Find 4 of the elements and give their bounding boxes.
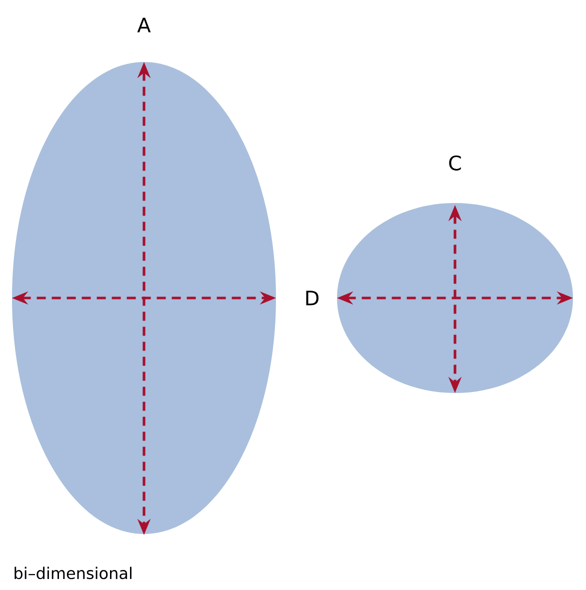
dimension-label: D [306,290,318,306]
caption-text: bi–dimensional [14,566,132,580]
dimension-label: A [137,18,151,32]
dimension-label: C [449,155,461,171]
